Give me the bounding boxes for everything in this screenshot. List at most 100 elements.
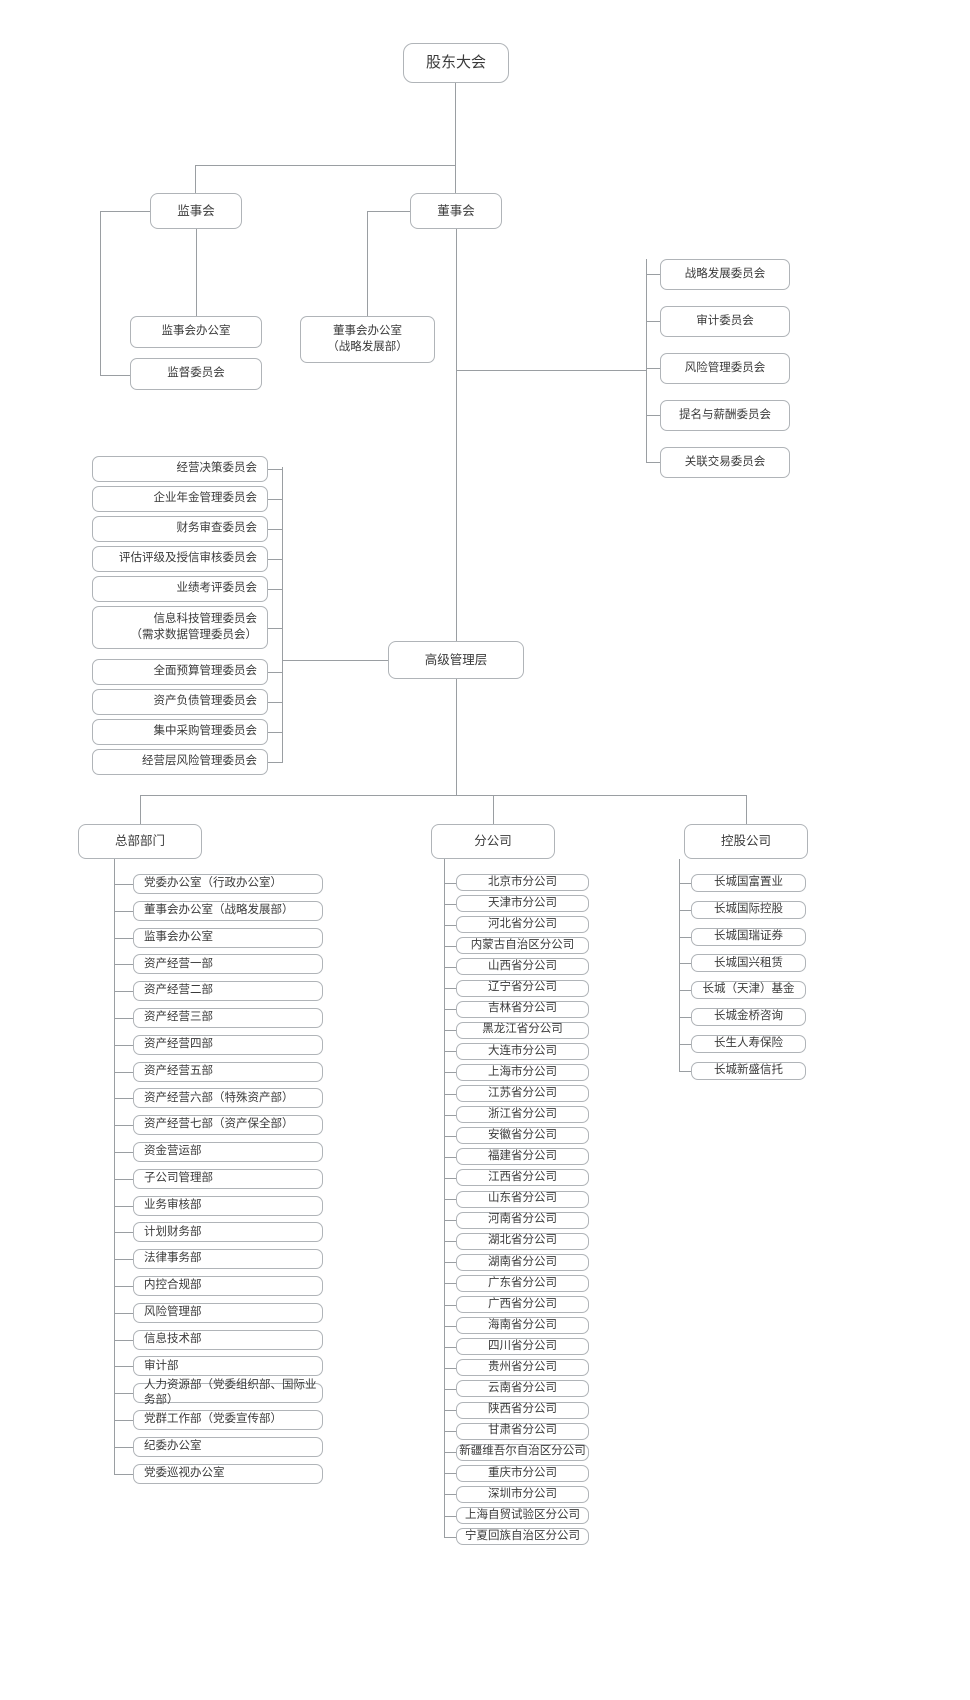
node-headquarters-department-4[interactable]: 资产经营二部 [133, 981, 323, 1002]
node-headquarters-department-3[interactable]: 资产经营一部 [133, 954, 323, 975]
node-headquarters-department-10[interactable]: 资金营运部 [133, 1142, 323, 1162]
node-headquarters-department-14[interactable]: 法律事务部 [133, 1249, 323, 1270]
node-management-committee-5[interactable]: 信息科技管理委员会 （需求数据管理委员会） [92, 606, 268, 649]
node-branch-16[interactable]: 河南省分公司 [456, 1211, 589, 1229]
node-branch-24[interactable]: 云南省分公司 [456, 1380, 589, 1398]
node-headquarters-department-20[interactable]: 党群工作部（党委宣传部） [133, 1410, 323, 1430]
node-holding-2[interactable]: 长城国瑞证券 [691, 927, 806, 946]
node-management-committee-7[interactable]: 资产负债管理委员会 [92, 689, 268, 715]
node-branch-27[interactable]: 新疆维吾尔自治区分公司 [456, 1443, 589, 1461]
node-headquarters-department-0[interactable]: 党委办公室（行政办公室） [133, 874, 323, 894]
line-branches-stub-1 [444, 903, 456, 905]
node-headquarters-department-18[interactable]: 审计部 [133, 1356, 323, 1377]
node-holding-4[interactable]: 长城（天津）基金 [691, 981, 806, 1000]
node-management-committee-4[interactable]: 业绩考评委员会 [92, 576, 268, 602]
node-management-committee-3[interactable]: 评估评级及授信审核委员会 [92, 546, 268, 572]
node-headquarters-department-16[interactable]: 风险管理部 [133, 1302, 323, 1323]
node-board-committee-4[interactable]: 关联交易委员会 [660, 447, 790, 478]
node-headquarters-department-2[interactable]: 监事会办公室 [133, 927, 323, 948]
node-branch-26[interactable]: 甘肃省分公司 [456, 1422, 589, 1440]
node-headquarters-department-5[interactable]: 资产经营三部 [133, 1008, 323, 1028]
node-branch-13[interactable]: 福建省分公司 [456, 1148, 589, 1166]
node-headquarters-department-9[interactable]: 资产经营七部（资产保全部） [133, 1115, 323, 1136]
node-branch-4[interactable]: 山西省分公司 [456, 958, 589, 976]
node-branch-25[interactable]: 陕西省分公司 [456, 1401, 589, 1419]
line-headquarters-stub-4 [114, 991, 133, 993]
line-supervisory-left-spine [100, 211, 101, 375]
node-headquarters-department-6[interactable]: 资产经营四部 [133, 1034, 323, 1055]
node-management-committee-8[interactable]: 集中采购管理委员会 [92, 719, 268, 745]
node-branch-21[interactable]: 海南省分公司 [456, 1317, 589, 1335]
line-branches-stub-20 [444, 1304, 456, 1306]
node-holding-5[interactable]: 长城金桥咨询 [691, 1008, 806, 1026]
node-branch-1[interactable]: 天津市分公司 [456, 895, 589, 913]
node-branch-17[interactable]: 湖北省分公司 [456, 1232, 589, 1250]
node-branch-0[interactable]: 北京市分公司 [456, 874, 589, 891]
node-headquarters-department-12[interactable]: 业务审核部 [133, 1195, 323, 1216]
node-senior-management[interactable]: 高级管理层 [388, 641, 524, 679]
node-branch-8[interactable]: 大连市分公司 [456, 1042, 589, 1060]
node-headquarters-department-13[interactable]: 计划财务部 [133, 1222, 323, 1243]
node-board-office[interactable]: 董事会办公室 （战略发展部） [300, 316, 435, 363]
line-management-committee-stub-6 [268, 672, 282, 673]
node-headquarters-department-21[interactable]: 纪委办公室 [133, 1436, 323, 1457]
node-branch-20[interactable]: 广西省分公司 [456, 1296, 589, 1313]
node-headquarters-department-17[interactable]: 信息技术部 [133, 1329, 323, 1350]
node-holdings[interactable]: 控股公司 [684, 824, 808, 859]
node-holding-0[interactable]: 长城国富置业 [691, 874, 806, 892]
node-management-committee-0[interactable]: 经营决策委员会 [92, 456, 268, 482]
node-supervisory-child-0[interactable]: 监事会办公室 [130, 316, 262, 348]
line-headquarters-stub-7 [114, 1071, 133, 1073]
line-headquarters-stub-17 [114, 1339, 133, 1341]
node-headquarters-department-8[interactable]: 资产经营六部（特殊资产部） [133, 1088, 323, 1109]
line-management-committee-stub-8 [268, 732, 282, 733]
node-branch-28[interactable]: 重庆市分公司 [456, 1464, 589, 1482]
node-headquarters-department-19[interactable]: 人力资源部（党委组织部、国际业务部） [133, 1379, 323, 1406]
node-headquarters-department-7[interactable]: 资产经营五部 [133, 1061, 323, 1082]
node-branch-2[interactable]: 河北省分公司 [456, 916, 589, 934]
node-board-committee-2[interactable]: 风险管理委员会 [660, 353, 790, 384]
node-branch-6[interactable]: 吉林省分公司 [456, 1000, 589, 1018]
node-holding-7[interactable]: 长城新盛信托 [691, 1061, 806, 1080]
node-branch-10[interactable]: 江苏省分公司 [456, 1085, 589, 1102]
node-supervisory-board[interactable]: 监事会 [150, 193, 242, 229]
node-branch-19[interactable]: 广东省分公司 [456, 1274, 589, 1292]
node-branch-23[interactable]: 贵州省分公司 [456, 1359, 589, 1377]
node-board-committee-1[interactable]: 审计委员会 [660, 306, 790, 337]
line-branches-stub-6 [444, 1009, 456, 1011]
node-branch-3[interactable]: 内蒙古自治区分公司 [456, 937, 589, 955]
node-supervisory-child-1[interactable]: 监督委员会 [130, 358, 262, 390]
node-branch-30[interactable]: 上海自贸试验区分公司 [456, 1507, 589, 1524]
node-board-committee-3[interactable]: 提名与薪酬委员会 [660, 400, 790, 431]
node-holding-1[interactable]: 长城国际控股 [691, 900, 806, 919]
node-headquarters-department-1[interactable]: 董事会办公室（战略发展部） [133, 900, 323, 921]
node-branch-18[interactable]: 湖南省分公司 [456, 1253, 589, 1271]
node-branch-11[interactable]: 浙江省分公司 [456, 1106, 589, 1124]
node-headquarters-department-11[interactable]: 子公司管理部 [133, 1168, 323, 1189]
node-holding-6[interactable]: 长生人寿保险 [691, 1034, 806, 1053]
node-branches[interactable]: 分公司 [431, 824, 555, 859]
node-headquarters[interactable]: 总部部门 [78, 824, 202, 859]
line-branches-stub-30 [444, 1515, 456, 1517]
node-management-committee-9[interactable]: 经营层风险管理委员会 [92, 749, 268, 775]
line-holdings-stub-2 [679, 936, 691, 938]
node-headquarters-department-22[interactable]: 党委巡视办公室 [133, 1463, 323, 1484]
node-branch-9[interactable]: 上海市分公司 [456, 1063, 589, 1081]
node-branch-29[interactable]: 深圳市分公司 [456, 1485, 589, 1503]
line-branches-stub-18 [444, 1262, 456, 1264]
node-management-committee-6[interactable]: 全面预算管理委员会 [92, 659, 268, 685]
node-branch-7[interactable]: 黑龙江省分公司 [456, 1021, 589, 1039]
node-board-committee-0[interactable]: 战略发展委员会 [660, 259, 790, 290]
node-shareholders-meeting[interactable]: 股东大会 [403, 43, 509, 83]
node-management-committee-1[interactable]: 企业年金管理委员会 [92, 486, 268, 512]
node-branch-22[interactable]: 四川省分公司 [456, 1338, 589, 1356]
node-management-committee-2[interactable]: 财务审查委员会 [92, 516, 268, 542]
node-branch-5[interactable]: 辽宁省分公司 [456, 979, 589, 997]
node-branch-12[interactable]: 安徽省分公司 [456, 1127, 589, 1145]
node-holding-3[interactable]: 长城国兴租赁 [691, 954, 806, 973]
node-branch-15[interactable]: 山东省分公司 [456, 1190, 589, 1208]
node-headquarters-department-15[interactable]: 内控合规部 [133, 1276, 323, 1296]
node-branch-14[interactable]: 江西省分公司 [456, 1169, 589, 1187]
node-board-of-directors[interactable]: 董事会 [410, 193, 502, 229]
node-branch-31[interactable]: 宁夏回族自治区分公司 [456, 1528, 589, 1546]
